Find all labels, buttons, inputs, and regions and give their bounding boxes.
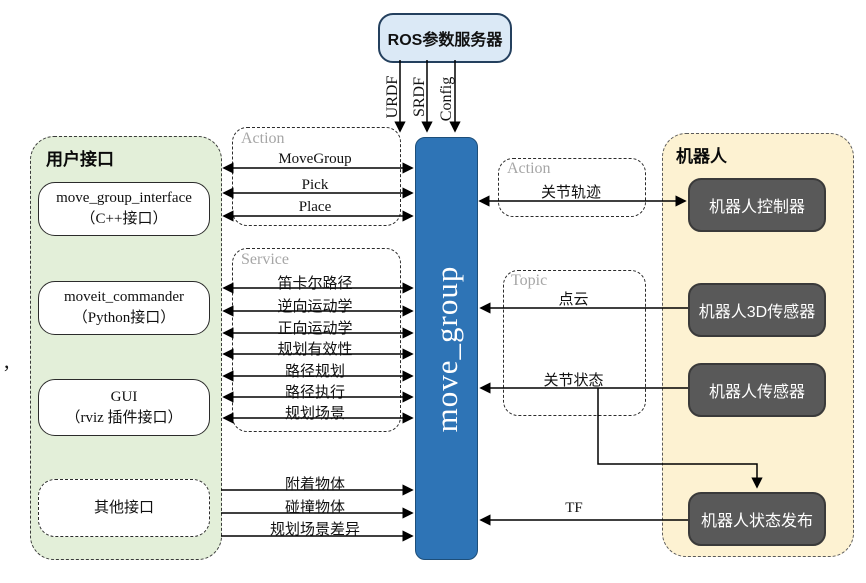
interface-box-cpp-line2: （C++接口） bbox=[80, 211, 168, 227]
place-arrow-label: Place bbox=[298, 199, 332, 215]
interface-box-other-line1: 其他接口 bbox=[93, 499, 154, 516]
urdf-label: URDF bbox=[384, 75, 401, 119]
action-right-group-box bbox=[498, 158, 646, 217]
interface-box-gui: GUI （rviz 插件接口） bbox=[38, 379, 210, 436]
robot-sensor-label: 机器人传感器 bbox=[708, 384, 805, 401]
robot-controller-node: 机器人控制器 bbox=[688, 178, 826, 232]
service-title: Service bbox=[241, 251, 289, 268]
robot-state-publisher-label: 机器人状态发布 bbox=[700, 513, 813, 530]
robot-sensor-node: 机器人传感器 bbox=[688, 363, 826, 417]
point-cloud-label: 点云 bbox=[558, 292, 589, 308]
interface-box-gui-line1: GUI bbox=[110, 388, 138, 405]
movegroup-arrow-label: MoveGroup bbox=[278, 151, 352, 167]
interface-box-python-line2: （Python接口） bbox=[72, 310, 176, 326]
collision-object-label: 碰撞物体 bbox=[284, 500, 345, 516]
stray-comma: , bbox=[4, 348, 10, 373]
robot-state-publisher-node: 机器人状态发布 bbox=[688, 492, 826, 546]
topic-group-box bbox=[503, 270, 646, 416]
ros-param-server-box: ROS参数服务器 bbox=[378, 13, 512, 63]
robot-3d-sensor-label: 机器人3D传感器 bbox=[698, 304, 816, 321]
interface-box-cpp: move_group_interface （C++接口） bbox=[38, 182, 210, 236]
attached-object-label: 附着物体 bbox=[284, 477, 345, 493]
path-planning-label: 路径规划 bbox=[284, 364, 345, 380]
robot-panel-title: 机器人 bbox=[676, 147, 727, 166]
action-left-group-box bbox=[232, 127, 401, 226]
robot-3d-sensor-node: 机器人3D传感器 bbox=[688, 283, 826, 337]
move-group-label: move_group bbox=[428, 265, 464, 432]
interface-box-cpp-line1: move_group_interface bbox=[56, 190, 192, 206]
service-group-box bbox=[232, 248, 401, 432]
action-left-title: Action bbox=[241, 130, 285, 147]
move-group-node: move_group bbox=[415, 137, 478, 560]
ros-param-server-label: ROS参数服务器 bbox=[387, 32, 503, 49]
interface-box-python-line1: moveit_commander bbox=[64, 289, 184, 305]
user-interface-title: 用户接口 bbox=[46, 150, 114, 169]
interface-box-gui-line2: （rviz 插件接口） bbox=[65, 409, 183, 426]
action-right-title: Action bbox=[507, 160, 551, 177]
topic-title: Topic bbox=[511, 272, 548, 289]
pick-arrow-label: Pick bbox=[301, 177, 329, 193]
joint-trajectory-label: 关节轨迹 bbox=[540, 185, 601, 201]
inverse-kinematics-label: 逆向运动学 bbox=[277, 299, 353, 315]
cartesian-path-label: 笛卡尔路径 bbox=[277, 276, 353, 292]
path-execution-label: 路径执行 bbox=[284, 385, 345, 401]
robot-controller-label: 机器人控制器 bbox=[708, 199, 805, 216]
forward-kinematics-label: 正向运动学 bbox=[277, 321, 353, 337]
planning-scene-label: 规划场景 bbox=[284, 406, 345, 422]
config-label: Config bbox=[438, 76, 455, 122]
interface-box-other: 其他接口 bbox=[38, 479, 210, 537]
plan-validity-label: 规划有效性 bbox=[277, 342, 353, 358]
joint-states-label: 关节状态 bbox=[543, 373, 604, 389]
interface-box-python: moveit_commander （Python接口） bbox=[38, 281, 210, 335]
planning-scene-diff-label: 规划场景差异 bbox=[269, 522, 360, 538]
srdf-label: SRDF bbox=[411, 76, 428, 118]
tf-label: TF bbox=[565, 500, 583, 516]
